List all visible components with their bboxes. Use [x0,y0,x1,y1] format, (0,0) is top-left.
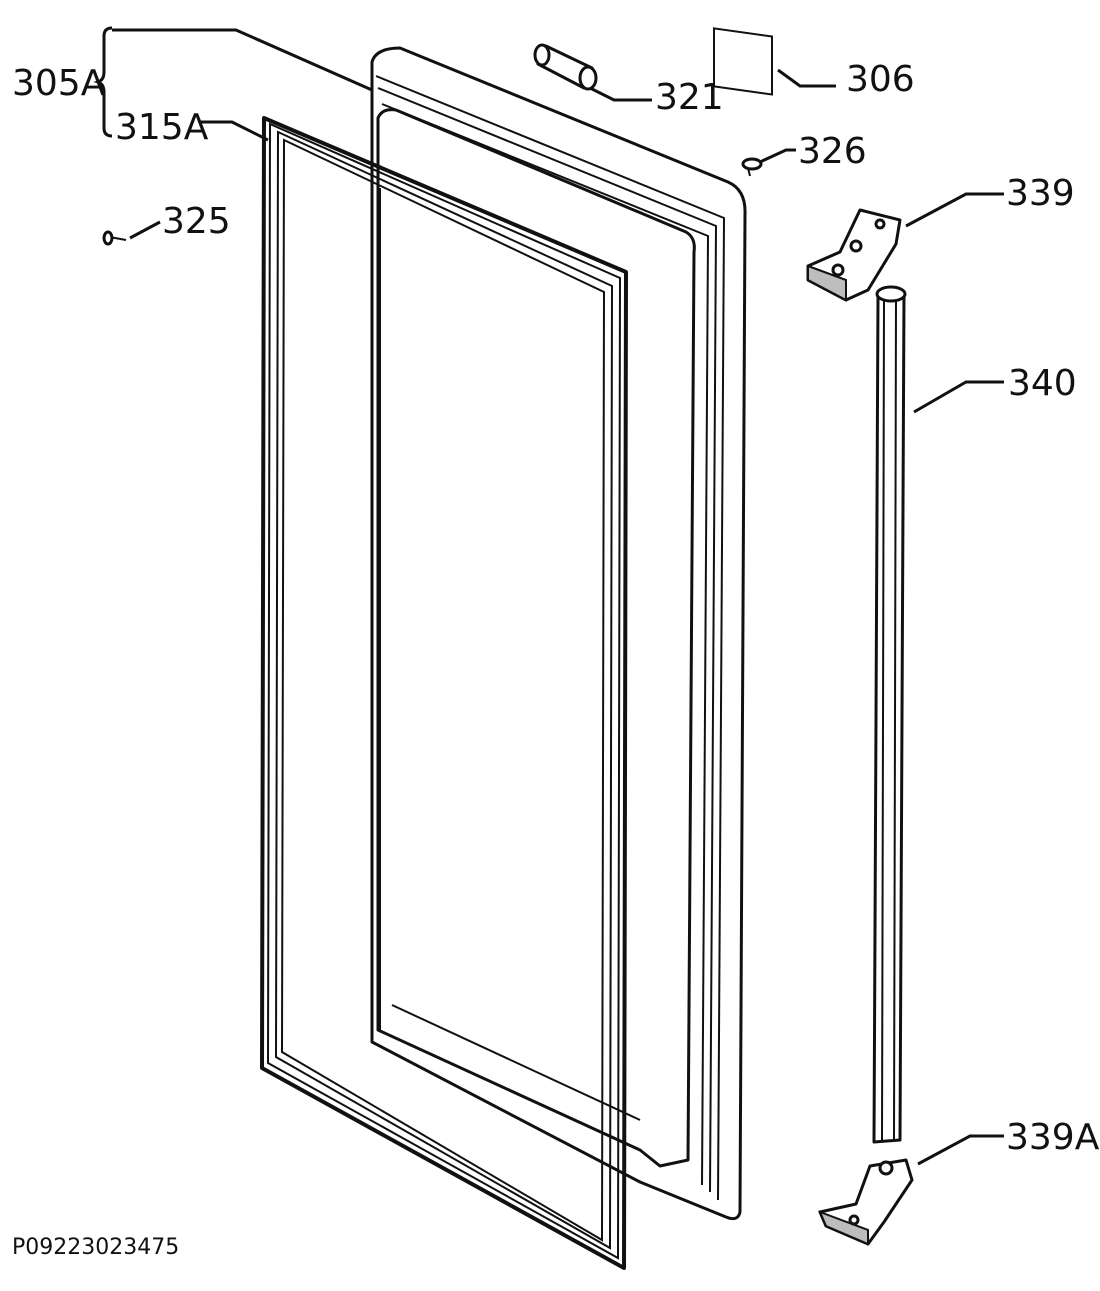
leader-306 [777,68,836,88]
pin-part [533,43,598,91]
screw-top-part [741,157,763,177]
leader-326 [759,148,796,164]
label-325: 325 [162,201,231,242]
hinge-bottom-part [818,1158,914,1246]
screw-left-part [102,230,127,246]
door-panel [370,46,747,1221]
drawing-code: P09223023475 [12,1235,179,1260]
label-340: 340 [1008,363,1077,404]
label-305a: 305A [12,63,106,104]
label-326: 326 [798,131,867,172]
leader-339a [917,1134,1004,1166]
label-321: 321 [655,77,724,118]
label-339: 339 [1006,173,1075,214]
leader-321 [589,86,652,102]
leader-315a [200,120,269,142]
label-339a: 339A [1006,1117,1100,1158]
brace-305a [93,26,113,138]
plate-part [713,27,773,96]
leader-340 [913,380,1004,414]
leader-325 [129,220,161,240]
leader-305a [112,28,373,92]
label-306: 306 [846,59,915,100]
label-315a: 315A [115,107,209,148]
hinge-top-part [806,208,902,302]
handle-bar-part [872,285,907,1144]
leader-339 [905,192,1004,228]
door-gasket [260,116,628,1270]
